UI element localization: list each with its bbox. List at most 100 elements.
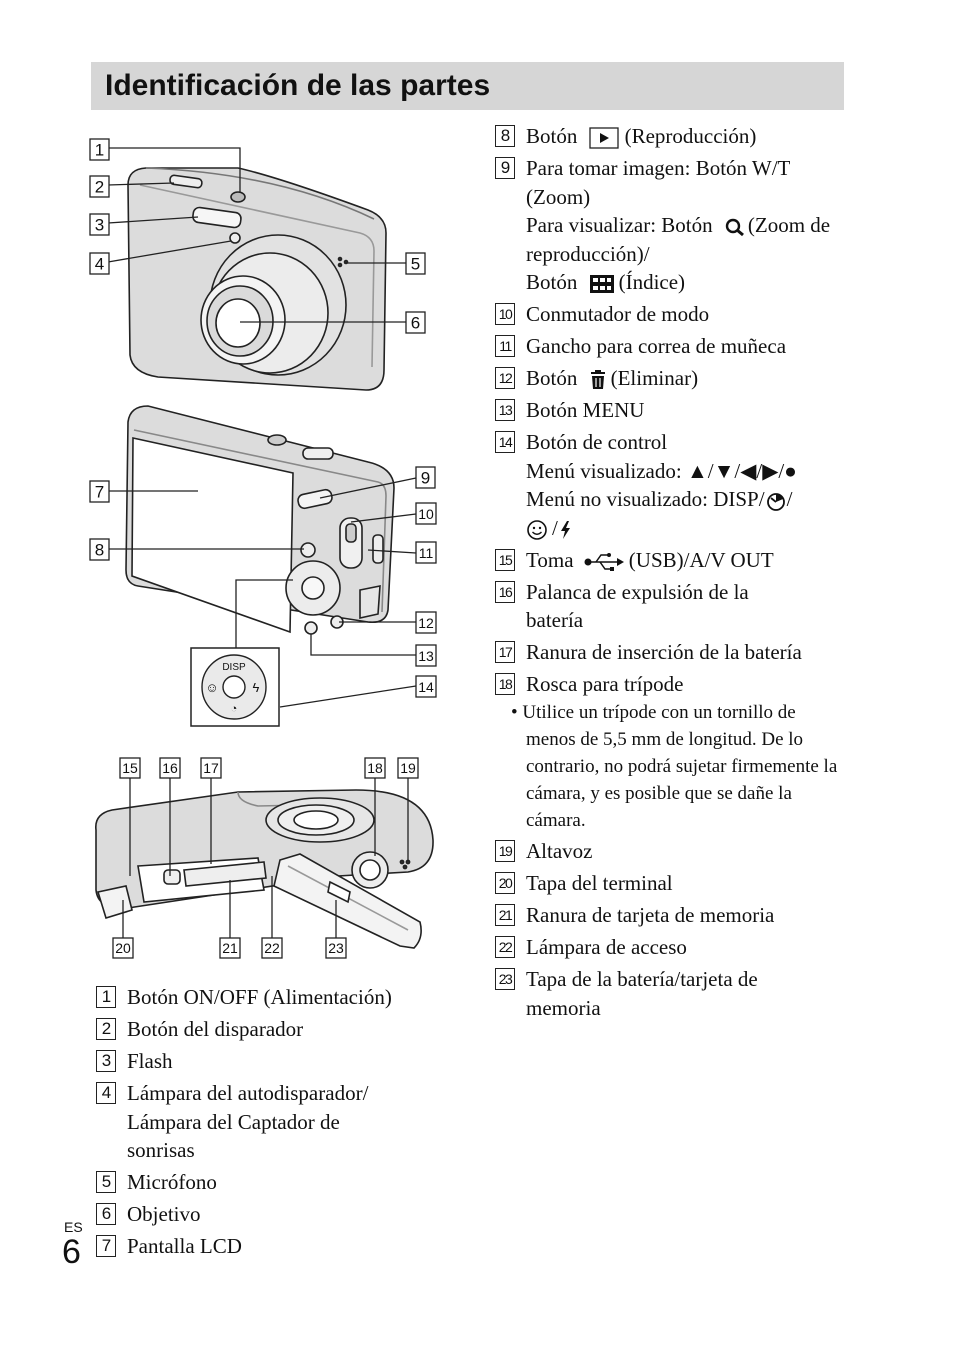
- item-number: 10: [495, 303, 515, 325]
- item-text: Botón: [526, 366, 577, 390]
- list-item: 16 Palanca de expulsión de la batería: [495, 578, 845, 635]
- item-text: (Índice): [619, 270, 685, 294]
- item-text: Pantalla LCD: [127, 1232, 441, 1261]
- item-number: 6: [96, 1203, 116, 1225]
- item-text: Rosca para trípode: [526, 670, 845, 699]
- page-number: 6: [62, 1233, 81, 1272]
- label-2: 2: [95, 178, 104, 197]
- list-item: 11 Gancho para correa de muñeca: [495, 332, 845, 361]
- disp-label: DISP: [222, 662, 246, 673]
- item-number: 23: [495, 968, 515, 990]
- list-item: 5 Micrófono: [96, 1168, 441, 1197]
- item-text: Flash: [127, 1047, 441, 1076]
- camera-front-figure: 1 2 3 4 5 6: [88, 135, 433, 395]
- label-19: 19: [400, 760, 416, 776]
- list-item: 2 Botón del disparador: [96, 1015, 441, 1044]
- item-number: 20: [495, 872, 515, 894]
- item-number: 14: [495, 431, 515, 453]
- item-text: Toma: [526, 548, 574, 572]
- item-text: Ranura de tarjeta de memoria: [526, 901, 845, 930]
- list-item: 6 Objetivo: [96, 1200, 441, 1229]
- play-icon: [589, 127, 619, 149]
- item-text: (Eliminar): [611, 366, 698, 390]
- label-16: 16: [162, 760, 178, 776]
- item-number: 5: [96, 1171, 116, 1193]
- item-text: Lámpara del autodisparador/ Lámpara del …: [127, 1079, 441, 1165]
- list-item: 14 Botón de control Menú visualizado: ▲/…: [495, 428, 845, 542]
- magnifier-icon: [724, 217, 746, 237]
- page-title: Identificación de las partes: [105, 67, 490, 105]
- item-number: 7: [96, 1235, 116, 1257]
- label-14: 14: [418, 679, 434, 695]
- item-text: Gancho para correa de muñeca: [526, 332, 845, 361]
- label-8: 8: [95, 541, 104, 560]
- flash-icon: [558, 520, 572, 540]
- item-text: Botón ON/OFF (Alimentación): [127, 983, 441, 1012]
- label-22: 22: [264, 940, 280, 956]
- item-text: Botón del disparador: [127, 1015, 441, 1044]
- list-item: 3 Flash: [96, 1047, 441, 1076]
- usb-icon: [583, 552, 625, 572]
- label-18: 18: [367, 760, 383, 776]
- label-23: 23: [328, 940, 344, 956]
- item-number: 4: [96, 1082, 116, 1104]
- item-number: 15: [495, 549, 515, 571]
- item-number: 18: [495, 673, 515, 695]
- label-13: 13: [418, 648, 434, 664]
- list-item: 18 Rosca para trípode • Utilice un trípo…: [495, 670, 845, 834]
- self-timer-icon: [765, 490, 787, 512]
- item-number: 2: [96, 1018, 116, 1040]
- item-text: Micrófono: [127, 1168, 441, 1197]
- item-number: 22: [495, 936, 515, 958]
- list-item: 15 Toma (USB)/A/V OUT: [495, 546, 845, 575]
- list-item: 8 Botón (Reproducción): [495, 122, 845, 151]
- item-number: 1: [96, 986, 116, 1008]
- item-text: Botón de control: [526, 428, 845, 457]
- label-20: 20: [115, 940, 131, 956]
- item-text: Botón: [526, 270, 577, 294]
- item-text: /: [787, 487, 793, 511]
- svg-text:◔: ◔: [231, 703, 238, 715]
- label-12: 12: [418, 615, 434, 631]
- camera-bottom-figure: 15 16 17 18 19 20 21 22 23: [88, 750, 443, 965]
- item-text: Tapa de la batería/tarjeta de memoria: [526, 965, 845, 1022]
- list-item: 23 Tapa de la batería/tarjeta de memoria: [495, 965, 845, 1022]
- camera-back-figure: DISP ☺ ϟ ◔ 7 8 9 10 11 12 13 14: [88, 400, 440, 730]
- label-17: 17: [203, 760, 219, 776]
- index-grid-icon: [589, 274, 615, 294]
- item-text: Botón MENU: [526, 396, 845, 425]
- item-text: Lámpara de acceso: [526, 933, 845, 962]
- section-header: Identificación de las partes: [91, 62, 844, 110]
- label-9: 9: [421, 469, 430, 488]
- item-text: Ranura de inserción de la batería: [526, 638, 845, 667]
- item-text: (USB)/A/V OUT: [629, 548, 774, 572]
- item-number: 9: [495, 157, 515, 179]
- list-item: 7 Pantalla LCD: [96, 1232, 441, 1261]
- list-item: 10 Conmutador de modo: [495, 300, 845, 329]
- item-number: 13: [495, 399, 515, 421]
- item-text: Objetivo: [127, 1200, 441, 1229]
- label-15: 15: [122, 760, 138, 776]
- item-text: Altavoz: [526, 837, 845, 866]
- list-item: 21 Ranura de tarjeta de memoria: [495, 901, 845, 930]
- label-3: 3: [95, 216, 104, 235]
- parts-list-right: 8 Botón (Reproducción) 9 Para tomar imag…: [495, 122, 845, 1026]
- item-number: 19: [495, 840, 515, 862]
- item-note: • Utilice un trípode con un tornillo de …: [511, 699, 845, 834]
- item-number: 21: [495, 904, 515, 926]
- item-number: 11: [495, 335, 515, 357]
- label-4: 4: [95, 255, 104, 274]
- label-11: 11: [419, 545, 434, 561]
- item-number: 3: [96, 1050, 116, 1072]
- label-21: 21: [222, 940, 238, 956]
- smile-icon: [526, 519, 548, 541]
- list-item: 1 Botón ON/OFF (Alimentación): [96, 983, 441, 1012]
- label-5: 5: [411, 255, 420, 274]
- item-number: 16: [495, 581, 515, 603]
- item-text: Conmutador de modo: [526, 300, 845, 329]
- list-item: 9 Para tomar imagen: Botón W/T (Zoom) Pa…: [495, 154, 845, 297]
- item-text: Menú no visualizado: DISP/: [526, 487, 765, 511]
- item-text: Palanca de expulsión de la batería: [526, 578, 845, 635]
